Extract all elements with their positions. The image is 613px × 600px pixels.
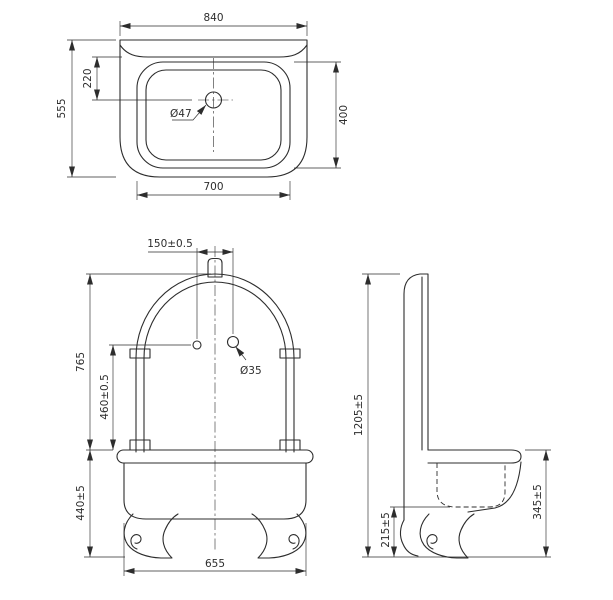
dim-overall-width: 840: [119, 12, 308, 36]
rim-profile: [427, 449, 522, 464]
right-column-base: [279, 439, 301, 451]
sink-outer-outline: [119, 39, 308, 178]
drain-diameter-label: Ø47: [170, 108, 192, 120]
side-rear-foot: [399, 519, 419, 557]
right-foot: [251, 513, 307, 559]
right-column-capital: [279, 348, 301, 359]
dim-hole-spacing-label: 150±0.5: [147, 238, 193, 250]
back-panel-outline: [403, 273, 429, 451]
tap-hole-right: [226, 335, 240, 349]
dim-hole-height: 460±0.5: [99, 344, 191, 450]
keystone-block: [207, 257, 223, 278]
arch-outer-outline: [135, 273, 295, 453]
dim-hole-spacing: 150±0.5: [147, 238, 234, 339]
left-foot: [123, 513, 179, 559]
dim-overall-width-label: 840: [203, 12, 223, 24]
tap-hole-left: [192, 340, 202, 350]
basin-rim-inner: [145, 69, 282, 161]
dim-basin-width-label: 700: [203, 181, 223, 193]
dim-bowl-bottom-height: 215±5: [380, 506, 450, 557]
back-ledge-line: [119, 44, 308, 58]
dim-base-width: 655: [123, 523, 307, 576]
countertop: [116, 449, 314, 464]
dim-base-width-label: 655: [205, 558, 225, 570]
dim-overall-depth: 555: [56, 39, 116, 178]
dim-skirt-height-label: 345±5: [532, 484, 544, 520]
hole-diameter-label: Ø35: [240, 365, 262, 377]
dim-backsplash-height: 765: [75, 273, 211, 451]
dim-basin-depth: 400: [294, 61, 350, 169]
top-view: 840 555 220 400 700 Ø47: [56, 12, 350, 200]
bowl-under-profile: [467, 461, 522, 513]
left-column-capital: [129, 348, 151, 359]
dim-backsplash-height-label: 765: [75, 352, 87, 372]
dim-bowl-bottom-height-label: 215±5: [380, 512, 392, 548]
dim-drain-offset-label: 220: [82, 68, 94, 88]
dim-total-height-label: 1205±5: [353, 394, 365, 436]
dim-drain-offset: 220: [82, 56, 192, 101]
dim-overall-depth-label: 555: [56, 98, 68, 118]
bowl-hidden-outline: [436, 463, 506, 508]
hole-diameter-callout: Ø35: [235, 346, 262, 377]
dim-skirt-height: 345±5: [525, 449, 551, 557]
side-view: 1205±5 215±5 345±5: [353, 273, 551, 559]
dim-rim-height: 440±5: [75, 450, 125, 558]
dim-rim-height-label: 440±5: [75, 485, 87, 521]
arch-inner-outline: [143, 281, 287, 453]
dim-basin-width: 700: [136, 181, 291, 200]
front-view: 150±0.5 765 460±0.5 Ø35 440±5 655: [75, 238, 314, 576]
left-column-base: [129, 439, 151, 451]
dim-hole-height-label: 460±0.5: [99, 374, 111, 420]
dim-total-height: 1205±5: [353, 273, 551, 558]
dim-basin-depth-label: 400: [338, 105, 350, 125]
drain-diameter-callout: Ø47: [170, 104, 207, 121]
apron-outline: [123, 462, 307, 520]
side-front-foot: [419, 513, 475, 559]
